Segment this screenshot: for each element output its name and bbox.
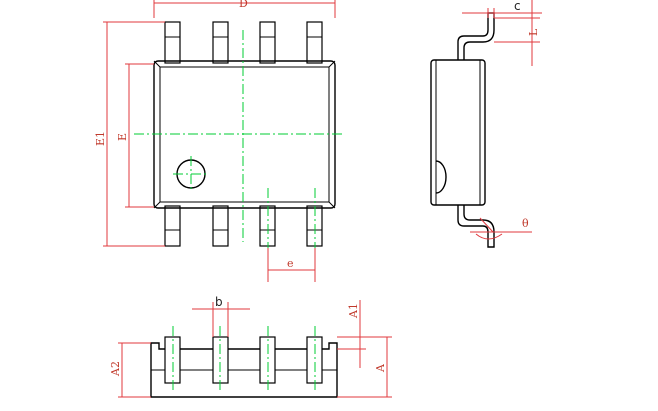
top-view: D E1 E e bbox=[94, 0, 345, 282]
label-D: D bbox=[239, 0, 248, 10]
front-view: b A1 A A2 bbox=[109, 295, 392, 398]
label-e: e bbox=[287, 257, 294, 270]
top-pin-2 bbox=[212, 21, 229, 64]
upper-lead bbox=[457, 12, 495, 60]
label-A: A bbox=[374, 363, 387, 373]
label-theta: θ bbox=[522, 217, 529, 230]
top-pin-1 bbox=[164, 21, 181, 64]
top-pin-3 bbox=[259, 21, 276, 64]
label-E1: E1 bbox=[94, 131, 107, 146]
label-E: E bbox=[116, 133, 129, 141]
bottom-pin-1 bbox=[164, 205, 181, 247]
top-pin-4 bbox=[306, 21, 323, 64]
bottom-pin-2 bbox=[212, 205, 229, 247]
label-b: b bbox=[215, 295, 223, 309]
label-L: L bbox=[527, 28, 540, 36]
lower-lead bbox=[457, 205, 495, 248]
side-body bbox=[430, 59, 486, 206]
front-body bbox=[150, 342, 338, 398]
label-A2: A2 bbox=[109, 361, 122, 377]
label-c: c bbox=[514, 0, 521, 13]
side-view: c L θ bbox=[430, 0, 542, 248]
label-A1: A1 bbox=[347, 303, 360, 319]
